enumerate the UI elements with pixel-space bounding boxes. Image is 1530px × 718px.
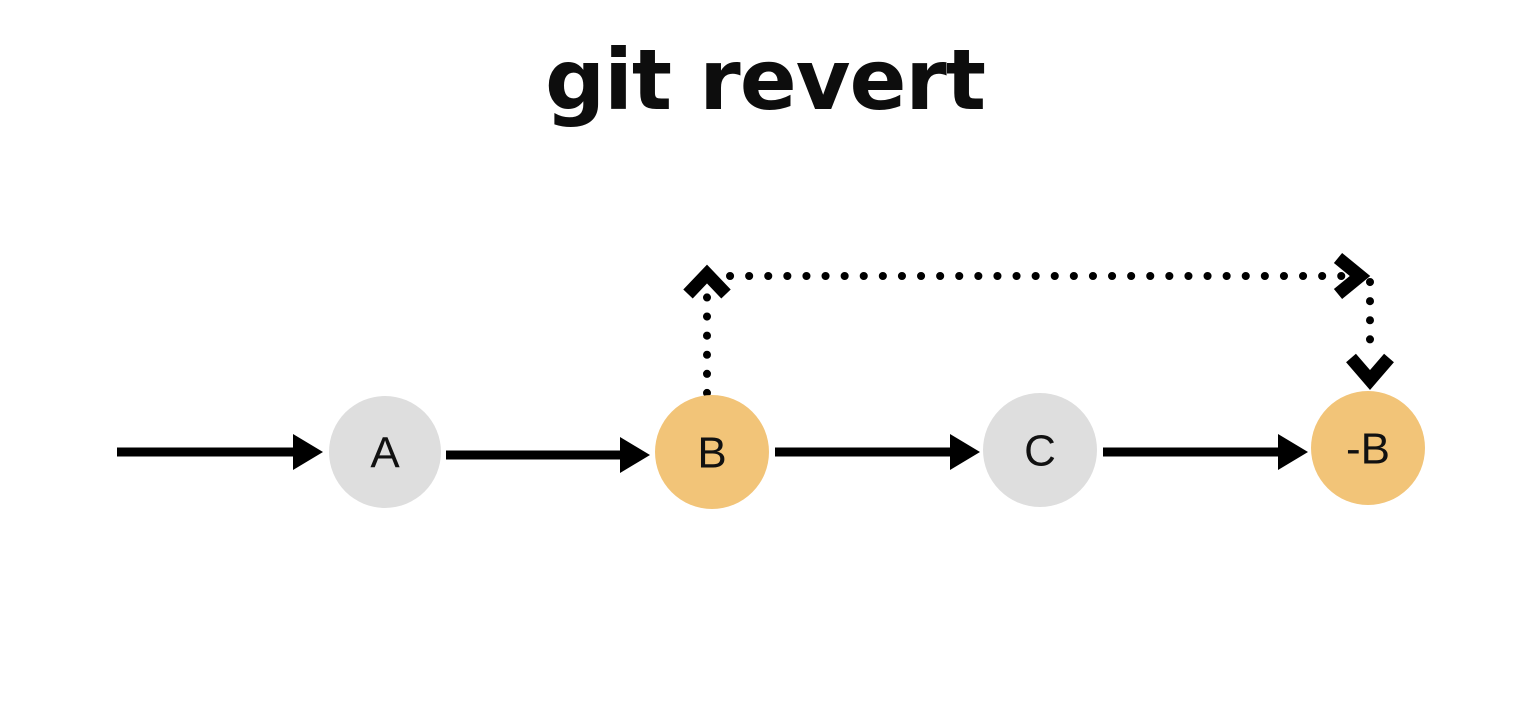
edge-c-to-negb <box>1103 434 1308 470</box>
commit-node-c[interactable]: C <box>983 393 1097 507</box>
edge-b-to-c <box>775 434 980 470</box>
edge-a-to-b <box>446 437 650 473</box>
commit-node-c-circle[interactable] <box>983 393 1097 507</box>
revert-arc-right-arrowhead <box>1333 252 1371 300</box>
commit-node-negative-b[interactable]: -B <box>1311 391 1425 505</box>
commit-node-a[interactable]: A <box>329 396 441 508</box>
commit-node-negative-b-label: -B <box>1346 425 1390 474</box>
commit-node-b-label: B <box>697 429 726 478</box>
commit-node-b[interactable]: B <box>655 395 769 509</box>
commit-node-a-circle[interactable] <box>329 396 441 508</box>
commit-node-c-label: C <box>1024 427 1056 476</box>
edge-b-c-arrowhead <box>950 434 980 470</box>
edge-c-negb-arrowhead <box>1278 434 1308 470</box>
revert-arc-up-arrowhead <box>683 264 731 299</box>
commit-node-b-circle[interactable] <box>655 395 769 509</box>
commit-node-a-label: A <box>370 429 400 478</box>
edge-a-b-arrowhead <box>620 437 650 473</box>
revert-arc-down-arrowhead <box>1346 353 1394 390</box>
commit-node-negative-b-circle[interactable] <box>1311 391 1425 505</box>
page-title: git revert <box>544 31 986 129</box>
edge-incoming-to-a <box>117 434 323 470</box>
edge-incoming-arrowhead <box>293 434 323 470</box>
revert-arc-path <box>683 252 1394 397</box>
